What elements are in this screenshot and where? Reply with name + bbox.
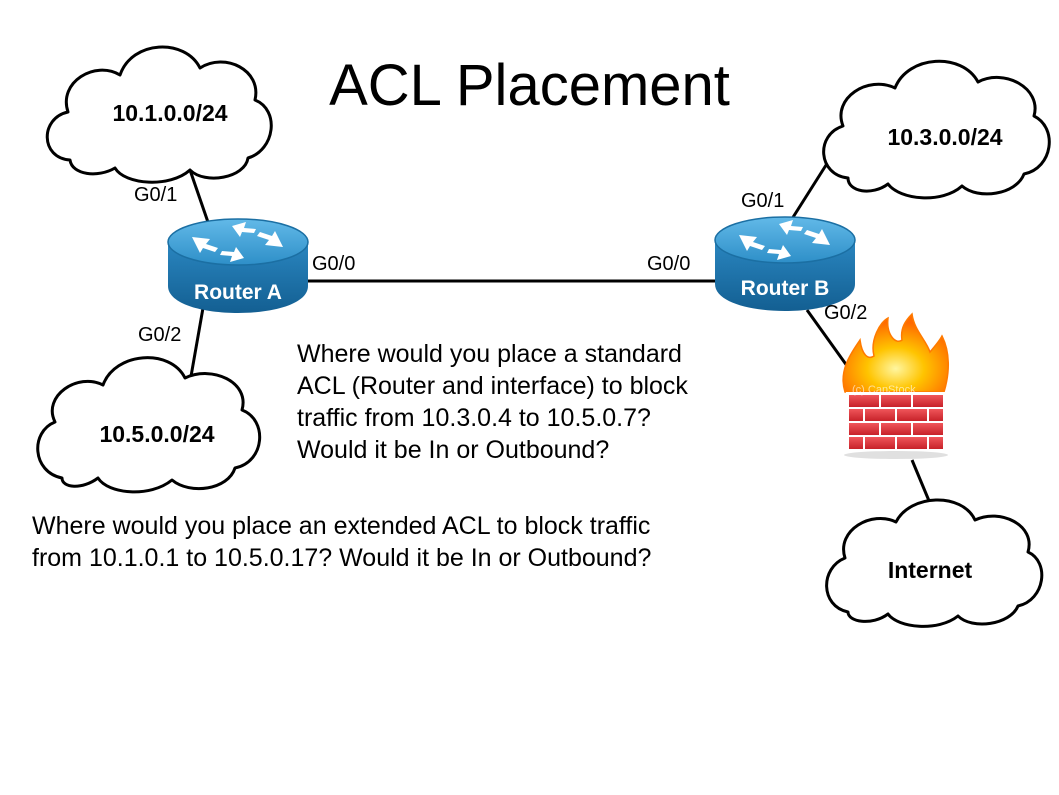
- brick-wall: [847, 393, 945, 451]
- question-line: ACL (Router and interface) to block: [297, 372, 688, 400]
- page-title: ACL Placement: [329, 53, 730, 118]
- cloud-label-net-10-5: 10.5.0.0/24: [99, 421, 215, 447]
- link-routera-net-10-5: [188, 307, 205, 383]
- link-routerb-net-10-3: [788, 161, 830, 223]
- router-a[interactable]: [167, 218, 309, 313]
- question-extended-acl: Where would you place an extended ACL to…: [32, 510, 651, 574]
- question-standard-acl: Where would you place a standard ACL (Ro…: [297, 338, 688, 466]
- question-line: traffic from 10.3.0.4 to 10.5.0.7?: [297, 404, 651, 432]
- router-arrows-icon: [739, 220, 830, 260]
- router-b-label: Router B: [740, 277, 830, 300]
- links: [188, 161, 934, 509]
- router-b-iface-g01: G0/1: [741, 190, 785, 212]
- question-line: Where would you place a standard: [297, 340, 682, 368]
- flame-icon: [842, 312, 949, 393]
- router-a-iface-g02: G0/2: [138, 324, 182, 346]
- cloud-internet: [825, 498, 1044, 628]
- cloud-label-internet: Internet: [887, 557, 973, 583]
- router-a-label: Router A: [194, 281, 282, 304]
- question-line: from 10.1.0.1 to 10.5.0.17? Would it be …: [32, 544, 652, 572]
- question-line: Would it be In or Outbound?: [297, 436, 610, 464]
- router-arrows-icon: [192, 222, 283, 262]
- cloud-net-10-3: [822, 59, 1051, 200]
- router-a-iface-g01: G0/1: [134, 184, 178, 206]
- router-b[interactable]: [714, 216, 856, 311]
- cloud-label-net-10-1: 10.1.0.0/24: [112, 100, 228, 126]
- router-b-iface-g00: G0/0: [647, 253, 691, 275]
- link-routerb-firewall: [805, 309, 852, 371]
- firewall-watermark: (c) CanStock: [852, 384, 916, 396]
- router-a-iface-g00: G0/0: [312, 253, 356, 275]
- link-routera-net-10-1: [188, 169, 212, 229]
- router-b-iface-g02: G0/2: [824, 302, 868, 324]
- question-line: Where would you place an extended ACL to…: [32, 512, 651, 540]
- cloud-label-net-10-3: 10.3.0.0/24: [887, 124, 1003, 150]
- cloud-net-10-1: [45, 45, 273, 184]
- firewall-icon: [842, 312, 949, 459]
- cloud-net-10-5: [36, 356, 262, 494]
